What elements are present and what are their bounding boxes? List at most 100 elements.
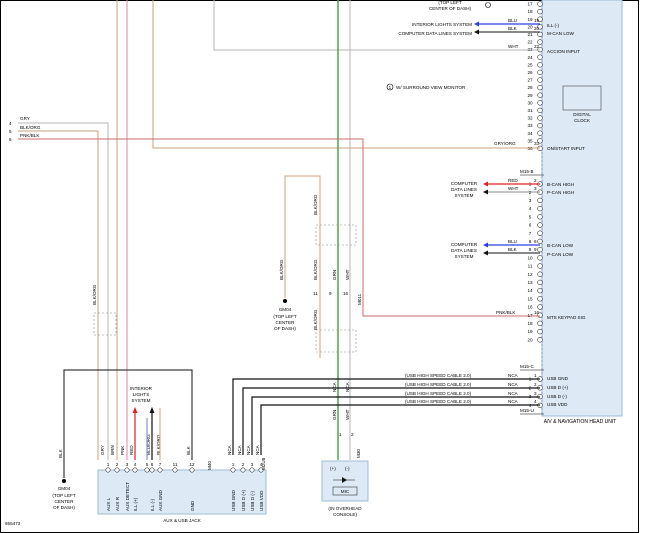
mic-lbl-grn: GRN <box>332 410 337 420</box>
aux-wire-brn: BRN <box>110 445 115 455</box>
pin-terminal <box>537 122 543 129</box>
pin-terminal <box>537 337 543 343</box>
pin-number: 20 <box>527 24 533 29</box>
sig-mts-keypad: MTS KEYPAD SIG <box>547 315 586 320</box>
wire-blk-gnd-left <box>63 369 193 478</box>
aux-pin-number: 12 <box>189 462 195 467</box>
pin-terminal <box>537 92 543 98</box>
aux-pin-terminal <box>114 467 120 473</box>
aux-wire-nca2: NCA <box>237 444 242 455</box>
aux-pin-terminal <box>172 467 178 473</box>
ground-gm04-center <box>283 299 287 303</box>
pin-number: 26 <box>527 70 533 75</box>
usb-pin-3: 3 <box>534 391 537 396</box>
pin-terminal <box>537 197 543 204</box>
pin-number: 28 <box>527 85 533 90</box>
connector-m15b: M15-B <box>520 169 534 174</box>
aux-pin-number: 6 <box>151 462 154 467</box>
aux-signal-label: USB D (-) <box>250 491 255 511</box>
pin-terminal <box>537 238 543 245</box>
pin-6b: 6 <box>534 239 537 244</box>
sig-usb-dp: USB D (+) <box>547 385 569 390</box>
lbl-blkorg-c2: BLK/ORG <box>313 259 318 280</box>
aux-wire-red: RED <box>129 445 134 455</box>
pin-number: 21 <box>527 32 533 37</box>
aux-pin-number: 4 <box>134 462 137 467</box>
lbl-blkorg: BLK/ORG <box>20 125 41 130</box>
aux-conn-m40: M40 <box>207 461 212 470</box>
lbl-wht-3: WHT <box>508 186 519 191</box>
note-circle-num: 1 <box>389 85 392 90</box>
pin-number: 29 <box>527 93 533 98</box>
pin-number: 20 <box>527 337 533 342</box>
aux-pin-number: 5 <box>146 462 149 467</box>
aux-pin-terminal <box>157 467 163 473</box>
mic-conn: M30 <box>356 449 361 458</box>
pin-number: 14 <box>527 288 533 293</box>
aux-signal-label: USB VDD <box>259 490 264 511</box>
pin-terminal <box>537 255 543 261</box>
lbl-blk-20: BLK <box>508 26 518 31</box>
pin-number: 31 <box>527 108 533 113</box>
aux-wire-nca4: NCA <box>255 444 260 455</box>
pin-2: 2 <box>534 178 537 183</box>
pin-number: 24 <box>527 55 533 60</box>
mic-diode <box>342 477 347 483</box>
aux-signal-label: AUX L <box>106 497 111 511</box>
pin-column-b: 1234567891011121314151617181920 <box>527 181 543 343</box>
usb-cable-1 <box>232 378 540 455</box>
sys-interior-lights: INTERIOR LIGHTS SYSTEM <box>412 22 472 27</box>
sig-pcan-low: P-CAN LOW <box>547 252 574 257</box>
pin-terminal <box>537 287 543 294</box>
ground-gm04-left <box>62 479 66 483</box>
pin-terminal <box>537 279 543 286</box>
lbl-blkorg-c3: BLK/ORG <box>313 309 318 330</box>
usb-cable-2 <box>242 387 540 455</box>
pin-16: 16 <box>534 310 540 315</box>
aux-pin-number: 4 <box>260 462 263 467</box>
arrow-red-ill <box>132 407 138 413</box>
usb-cable-4 <box>260 404 540 455</box>
wire-pnkblk-left <box>18 138 540 317</box>
pin-terminal <box>537 31 543 38</box>
figure-id: 655473 <box>5 521 21 526</box>
ground-top <box>485 2 491 8</box>
aux-jack-title: AUX & USB JACK <box>163 518 201 523</box>
pin-number: 11 <box>528 264 533 269</box>
aux-pin-number: 7 <box>159 462 162 467</box>
pin-6: 6 <box>9 137 12 142</box>
lbl-blu-6: BLU <box>508 239 517 244</box>
pin-number: 10 <box>527 255 533 260</box>
splice-center-1 <box>315 224 357 246</box>
pin-terminal <box>537 8 543 15</box>
lbl-red-2: RED <box>508 178 518 183</box>
pin-terminal <box>537 130 543 136</box>
arrow-wht-3 <box>483 189 488 195</box>
aux-wire-blk: BLK <box>186 445 191 455</box>
usb-pin-1: 1 <box>534 373 537 378</box>
sig-usb-dm: USB D (-) <box>547 394 567 399</box>
aux-pin-number: 2 <box>116 462 119 467</box>
aux-pin-terminal <box>230 467 236 473</box>
aux-signal-label: AUX R <box>115 496 120 511</box>
sig-ill: ILL (-) <box>547 23 560 28</box>
aux-signal-label: ILL (+) <box>133 497 138 511</box>
aux-wire-bluorg: BLU/ORG <box>146 434 151 455</box>
pin-terminal <box>537 222 543 228</box>
mic-pin2: 2 <box>351 432 354 437</box>
aux-wire-pnk: PNK <box>120 445 125 455</box>
arrow-blu-6 <box>483 242 488 248</box>
usb-nca-1: NCA <box>508 373 519 378</box>
lbl-blkorg-c1: BLK/ORG <box>313 194 318 215</box>
aux-wire-blkorg: BLK/ORG <box>156 434 161 455</box>
pin-number: 9 <box>529 247 532 252</box>
pin-number: 17 <box>527 313 533 318</box>
splice-left <box>93 312 117 336</box>
aux-pin-number: 1 <box>107 462 110 467</box>
